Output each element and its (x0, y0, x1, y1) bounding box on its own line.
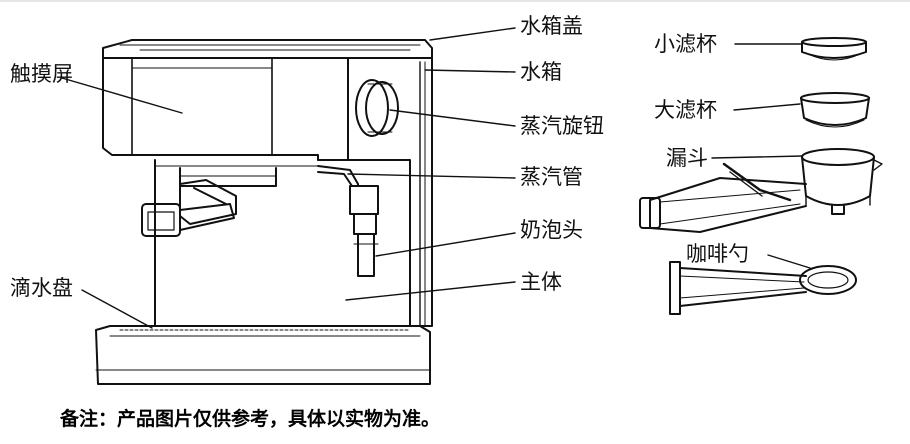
label-touch-screen: 触摸屏 (10, 62, 73, 86)
drip-tray-shape (95, 325, 431, 385)
label-steam-pipe: 蒸汽管 (520, 165, 583, 189)
main-body-shape (154, 159, 411, 327)
label-water-tank: 水箱 (520, 60, 562, 84)
label-water-tank-lid: 水箱盖 (520, 14, 583, 38)
steam-knob-shape (355, 79, 399, 137)
large-filter-shape (800, 92, 870, 128)
label-coffee-spoon: 咖啡勺 (686, 242, 749, 266)
steam-wand-shape (317, 165, 379, 277)
label-steam-knob: 蒸汽旋钮 (520, 114, 604, 138)
label-small-filter: 小滤杯 (654, 32, 717, 56)
coffee-spoon-shape (669, 261, 857, 315)
label-milk-frother: 奶泡头 (520, 218, 583, 242)
label-large-filter: 大滤杯 (654, 98, 717, 122)
small-filter-shape (801, 37, 867, 61)
group-head (179, 167, 277, 187)
portafilter-shape (639, 148, 883, 233)
machine-illustration (95, 39, 433, 385)
water-tank-lid-shape (102, 39, 433, 59)
label-portafilter: 漏斗 (666, 146, 708, 170)
label-main-body: 主体 (520, 270, 562, 294)
upper-housing (102, 57, 349, 161)
leader-lines (61, 27, 811, 329)
touch-panel-shape (131, 57, 273, 156)
machine-portafilter (141, 179, 237, 237)
disclaimer-note: 备注：产品图片仅供参考，具体以实物为准。 (60, 408, 441, 430)
label-drip-tray: 滴水盘 (10, 276, 73, 300)
